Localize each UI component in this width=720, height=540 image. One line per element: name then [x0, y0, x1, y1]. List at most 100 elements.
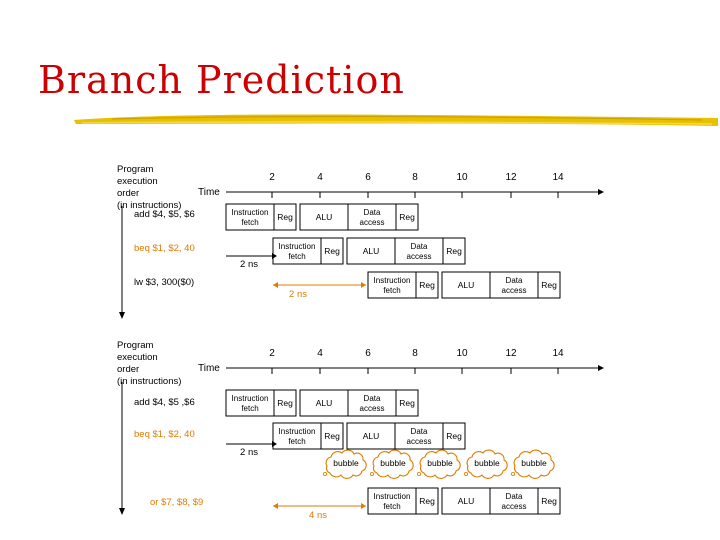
- instruction-label: beq $1, $2, 40: [134, 243, 195, 254]
- stage-box: [394, 237, 444, 265]
- order-axis-arrow: [119, 508, 125, 515]
- instruction-label: lw $3, 300($0): [134, 277, 194, 288]
- stage-label: Reg: [419, 496, 435, 506]
- bubble-label: bubble: [333, 458, 359, 468]
- bubble-cloud: bubble: [416, 449, 461, 479]
- stage-label: fetch: [383, 502, 400, 511]
- stage-box: [347, 389, 397, 417]
- bubble-dot: [510, 471, 515, 476]
- pipeline-stage: Reg: [273, 203, 297, 231]
- stage-label: Data: [411, 242, 428, 251]
- pipeline-stage: Reg: [442, 237, 466, 265]
- stage-label: Reg: [419, 280, 435, 290]
- delay-arrowhead: [273, 503, 278, 509]
- pipeline-stage: Reg: [537, 271, 561, 299]
- instruction-label: or $7, $8, $9: [150, 497, 203, 508]
- stage-label: fetch: [241, 404, 258, 413]
- stage-label: Reg: [446, 246, 462, 256]
- stage-box: [489, 487, 539, 515]
- stage-label: Instruction: [279, 242, 316, 251]
- bubble-dot: [416, 471, 421, 476]
- bubble-label: bubble: [427, 458, 453, 468]
- stage-label: Instruction: [279, 427, 316, 436]
- bubble-cloud: bubble: [322, 449, 367, 479]
- time-tick-label: 2: [269, 348, 275, 359]
- stage-label: access: [360, 404, 385, 413]
- stage-label: ALU: [363, 431, 380, 441]
- time-label: Time: [198, 187, 220, 198]
- axis-title-line: Program: [117, 340, 154, 351]
- stage-box: [320, 237, 344, 265]
- bubble-cloud: bubble: [463, 449, 508, 479]
- stage-label: fetch: [241, 218, 258, 227]
- pipeline-stage: Reg: [273, 389, 297, 417]
- delay-label: 2 ns: [240, 447, 258, 458]
- stage-label: Instruction: [232, 208, 269, 217]
- stage-box: [537, 271, 561, 299]
- time-tick-label: 6: [365, 172, 371, 183]
- pipeline-stage: Reg: [415, 487, 439, 515]
- stage-box: [299, 203, 349, 231]
- pipeline-stage: ALU: [441, 271, 491, 299]
- stage-label: Reg: [277, 212, 293, 222]
- time-tick-label: 12: [505, 172, 517, 183]
- title-underline-brush: [74, 114, 718, 126]
- instruction-label: beq $1, $2, 40: [134, 429, 195, 440]
- stage-label: ALU: [458, 280, 475, 290]
- axis-title-line: execution: [117, 176, 158, 187]
- bubble-label: bubble: [474, 458, 500, 468]
- stage-box: [489, 271, 539, 299]
- stage-label: access: [502, 286, 527, 295]
- stage-box: [415, 487, 439, 515]
- stage-label: Reg: [541, 496, 557, 506]
- stage-box: [367, 487, 417, 515]
- time-tick-label: 14: [552, 348, 564, 359]
- axis-title-line: order: [117, 188, 139, 199]
- stage-label: fetch: [288, 252, 305, 261]
- stage-box: [347, 203, 397, 231]
- stage-label: access: [502, 502, 527, 511]
- stage-box: [273, 389, 297, 417]
- bubble-dot: [322, 471, 327, 476]
- delay-arrowhead: [273, 282, 278, 288]
- slide-title: Branch Prediction: [38, 58, 405, 102]
- pipeline-stage: Reg: [395, 203, 419, 231]
- bubble-dot: [369, 471, 374, 476]
- bubble-shape: [325, 449, 367, 479]
- time-tick-label: 4: [317, 348, 323, 359]
- instruction-label: add $4, $5 ,$6: [134, 397, 195, 408]
- time-label: Time: [198, 363, 220, 374]
- stage-label: Reg: [399, 212, 415, 222]
- pipeline-stage: Reg: [320, 237, 344, 265]
- stage-label: Instruction: [374, 492, 411, 501]
- stage-box: [537, 487, 561, 515]
- bubble-dot: [463, 471, 468, 476]
- stage-label: Data: [364, 208, 381, 217]
- time-tick-label: 14: [552, 172, 564, 183]
- pipeline-stage: ALU: [441, 487, 491, 515]
- delay-arrowhead: [272, 253, 277, 259]
- bubble-label: bubble: [380, 458, 406, 468]
- stage-label: access: [360, 218, 385, 227]
- bubble-shape: [372, 449, 414, 479]
- delay-label: 2 ns: [289, 289, 307, 300]
- bubble-label: bubble: [521, 458, 547, 468]
- stage-label: Reg: [399, 398, 415, 408]
- pipeline-stage: Reg: [395, 389, 419, 417]
- stage-label: ALU: [458, 496, 475, 506]
- stage-label: Data: [411, 427, 428, 436]
- stage-box: [442, 237, 466, 265]
- stage-label: Reg: [277, 398, 293, 408]
- stage-label: Data: [506, 492, 523, 501]
- time-tick-label: 6: [365, 348, 371, 359]
- time-tick-label: 2: [269, 172, 275, 183]
- stage-label: Data: [506, 276, 523, 285]
